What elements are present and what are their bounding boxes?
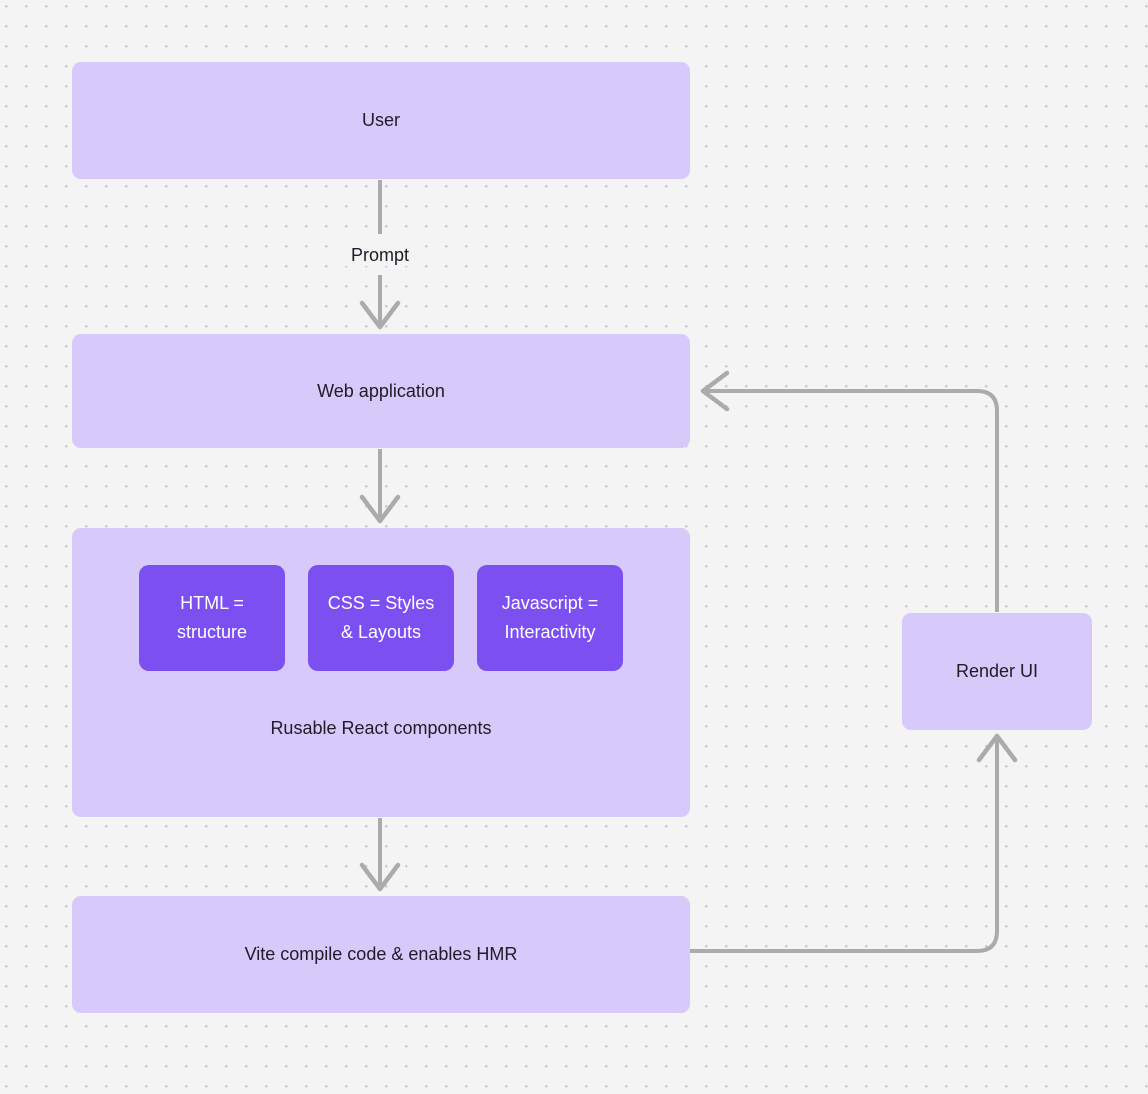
node-vite[interactable]: Vite compile code & enables HMR — [72, 896, 690, 1013]
edge-vite-to-render — [690, 739, 999, 953]
node-web-application-label: Web application — [317, 380, 445, 401]
node-react-components-caption: Rusable React components — [270, 718, 492, 738]
chip-html[interactable]: HTML = structure — [139, 565, 285, 671]
arrowhead-render-to-webapp — [700, 370, 730, 412]
arrowhead-webapp-to-components — [359, 494, 401, 524]
node-vite-label: Vite compile code & enables HMR — [244, 944, 518, 965]
node-user-label: User — [361, 110, 400, 131]
node-web-application[interactable]: Web application — [72, 334, 690, 448]
chip-javascript-label: Javascript = Interactivity — [501, 593, 599, 642]
arrowhead-components-to-vite — [359, 862, 401, 892]
chip-javascript[interactable]: Javascript = Interactivity — [477, 565, 623, 671]
arrowhead-vite-to-render — [976, 733, 1018, 763]
chip-html-label: HTML = structure — [176, 593, 248, 642]
chip-css-label: CSS = Styles & Layouts — [327, 593, 435, 642]
arrowhead-user-to-webapp — [359, 300, 401, 330]
node-render-ui[interactable]: Render UI — [902, 613, 1092, 730]
edge-label-prompt: Prompt — [345, 245, 416, 266]
node-render-ui-label: Render UI — [955, 661, 1039, 682]
node-react-components[interactable]: HTML = structure CSS = Styles & Layouts … — [72, 528, 690, 817]
chip-row: HTML = structure CSS = Styles & Layouts … — [72, 565, 690, 671]
edge-render-to-webapp — [706, 389, 999, 612]
chip-css[interactable]: CSS = Styles & Layouts — [308, 565, 454, 671]
node-user[interactable]: User — [72, 62, 690, 179]
